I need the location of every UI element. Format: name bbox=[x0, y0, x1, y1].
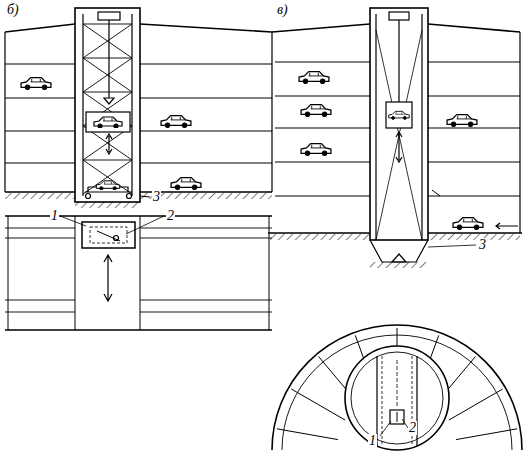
callout-number: 3 bbox=[478, 238, 487, 252]
callout-number: 2 bbox=[408, 421, 417, 435]
view-letter: б) bbox=[6, 3, 20, 17]
view-letter: в) bbox=[276, 3, 289, 17]
garage-elevation-c bbox=[268, 8, 522, 268]
callout-number: 3 bbox=[152, 190, 161, 204]
garage-plan-b bbox=[5, 216, 272, 330]
callout-number: 2 bbox=[166, 209, 175, 223]
callout-number: 1 bbox=[368, 434, 377, 448]
callout-number: 1 bbox=[50, 209, 59, 223]
garage-elevation-b bbox=[5, 8, 272, 208]
circular-plan bbox=[272, 325, 522, 450]
